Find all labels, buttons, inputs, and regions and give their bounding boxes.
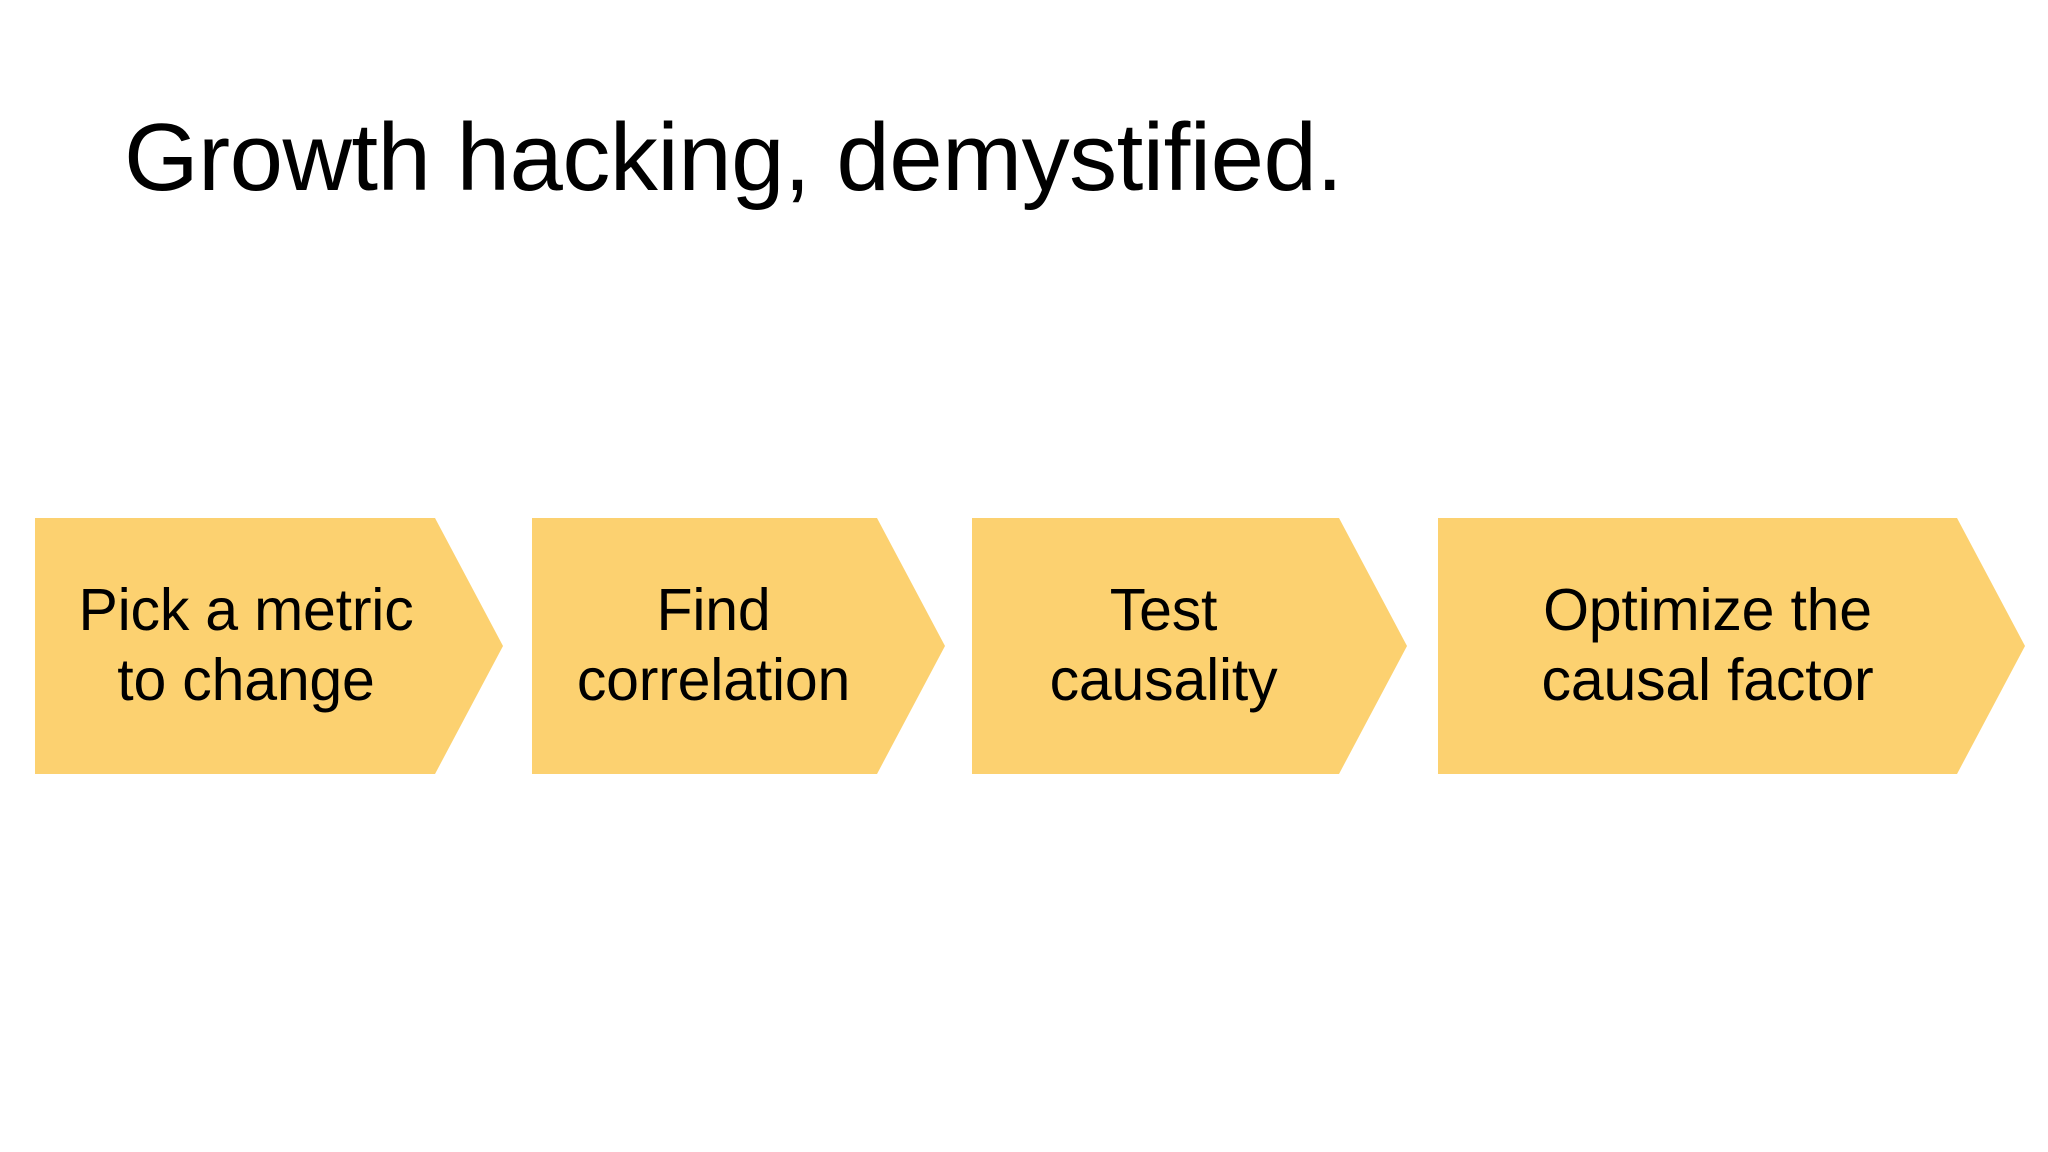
flow-step-pick-a-metric-to-change[interactable]: Pick a metric to change	[35, 518, 503, 774]
flow-step-label: Find correlation	[576, 577, 851, 713]
flow-step-find-correlation[interactable]: Find correlation	[532, 518, 945, 774]
page-title: Growth hacking, demystified.	[124, 104, 1343, 211]
process-flow-diagram: Pick a metric to change Find correlation…	[0, 518, 2048, 774]
flow-step-test-causality[interactable]: Test causality	[972, 518, 1407, 774]
flow-step-label: Pick a metric to change	[78, 577, 414, 713]
flow-step-label: Test causality	[1049, 577, 1278, 713]
flow-step-label: Optimize the causal factor	[1541, 577, 1874, 713]
flow-step-optimize-the-causal-factor[interactable]: Optimize the causal factor	[1438, 518, 2025, 774]
